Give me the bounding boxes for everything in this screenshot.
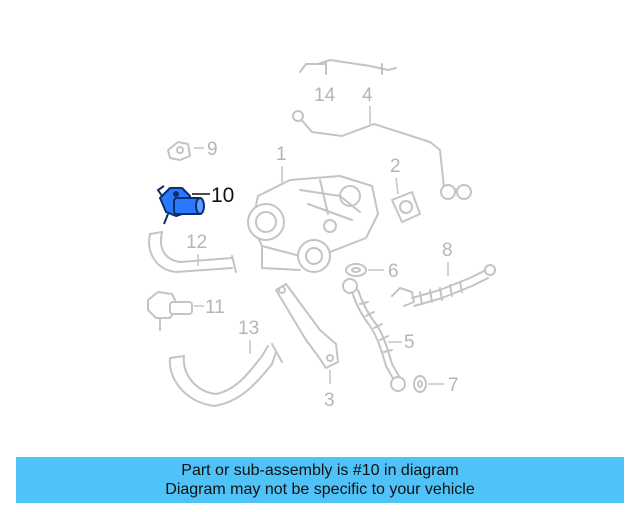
part-6-gasket — [345, 263, 367, 277]
label-13: 13 — [238, 318, 259, 339]
part-4-pipe — [292, 110, 472, 200]
part-10-valve-highlighted — [156, 185, 205, 225]
label-5: 5 — [404, 332, 415, 353]
label-3: 3 — [324, 390, 335, 411]
part-1-turbocharger — [247, 175, 379, 273]
label-8: 8 — [442, 240, 453, 261]
label-14: 14 — [314, 85, 336, 106]
banner-line-1: Part or sub-assembly is #10 in diagram — [181, 462, 459, 479]
banner-line-2: Diagram may not be specific to your vehi… — [165, 481, 475, 498]
part-9-connector — [167, 141, 191, 161]
part-5-line — [342, 278, 406, 392]
part-13-hose — [168, 343, 283, 407]
label-11: 11 — [205, 297, 225, 318]
part-3-bracket — [275, 283, 339, 369]
part-2-gasket — [391, 191, 421, 223]
info-banner: Part or sub-assembly is #10 in diagram D… — [16, 457, 624, 503]
part-8-line — [391, 264, 496, 307]
parts-diagram: 14 4 9 1 2 — [147, 59, 496, 411]
label-7: 7 — [448, 375, 459, 396]
label-12: 12 — [186, 232, 207, 253]
label-6: 6 — [388, 261, 399, 282]
label-9: 9 — [207, 139, 218, 160]
label-1: 1 — [276, 144, 287, 165]
part-11-valve — [147, 291, 193, 331]
label-4: 4 — [362, 85, 373, 106]
part-14-hose — [299, 59, 397, 75]
part-12-hose — [148, 231, 237, 273]
label-10: 10 — [211, 184, 234, 207]
label-2: 2 — [390, 156, 401, 177]
part-7-washer — [413, 375, 427, 393]
